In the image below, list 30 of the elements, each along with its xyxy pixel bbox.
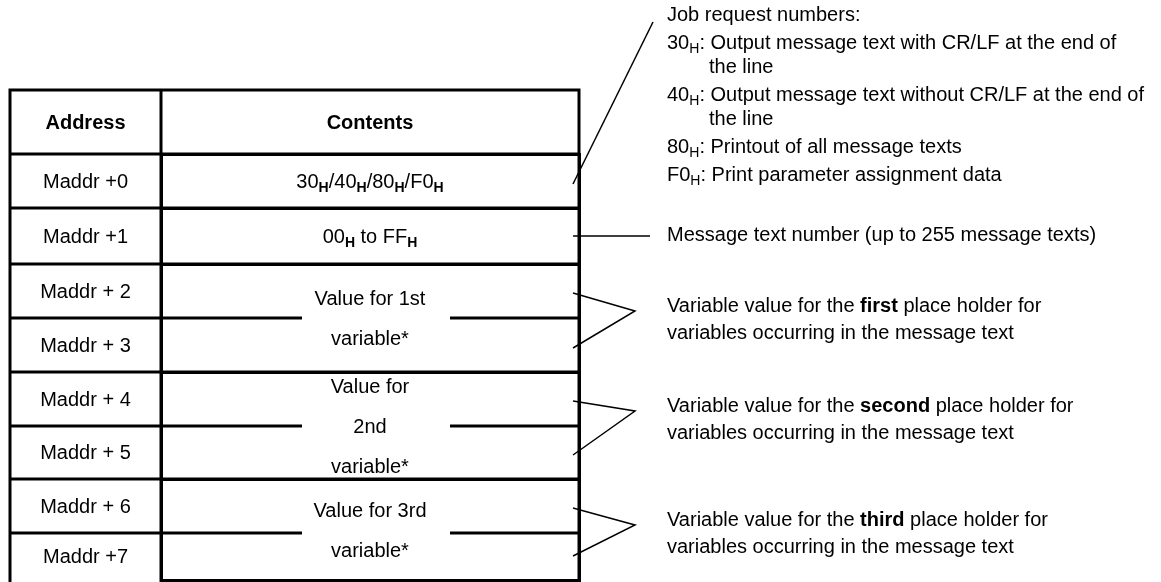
column-header: Address (44, 109, 127, 135)
annotation-item: 30$_{H}$: Output message text with CR/LF at the end of the line (667, 30, 1118, 78)
annotation-item: 40$_{H}$: Output message text without CR/LF at the end of the line (667, 82, 1146, 130)
annotation-item: 80$_{H}$: Printout of all message texts (667, 134, 963, 158)
table-cell (159, 152, 581, 210)
cell-text: 00$_{H}$ to FF$_{H}$ (322, 224, 418, 248)
column-header: Contents (325, 109, 415, 135)
address-label: Maddr +7 (41, 544, 130, 569)
address-label: Maddr + 2 (39, 278, 132, 304)
annotation-text: Message text number (up to 255 message texts) (667, 222, 1098, 246)
annotation-heading: Job request numbers: (667, 2, 862, 26)
cell-text: Value for 1st variable* (313, 286, 427, 351)
address-label: Maddr + 3 (39, 332, 132, 358)
address-label: Maddr + 4 (39, 386, 132, 412)
annotation-text: Variable value for the third place holder for variables occurring in the message text (667, 507, 1049, 559)
address-label: Maddr + 5 (39, 440, 132, 465)
address-label: Maddr +1 (41, 223, 130, 249)
leader-line (572, 235, 651, 237)
leader-line (572, 292, 637, 349)
address-label: Maddr + 6 (39, 493, 132, 519)
annotation-text: Variable value for the first place holder for variables occurring in the message text (667, 293, 1043, 345)
leader-line (572, 507, 638, 557)
annotation-text: Variable value for the second place holder for variables occurring in the message text (667, 393, 1075, 445)
leader-line (572, 400, 637, 456)
annotation-item: F0$_{H}$: Print parameter assignment data (667, 162, 1003, 186)
leader-line (572, 21, 654, 185)
cell-text: Value for 3rd variable* (312, 497, 428, 563)
cell-text: Value for 2nd variable* (329, 373, 411, 479)
address-label: Maddr +0 (41, 168, 130, 194)
cell-text: 30$_{H}$/40$_{H}$/80$_{H}$/F0$_{H}$ (296, 169, 444, 193)
